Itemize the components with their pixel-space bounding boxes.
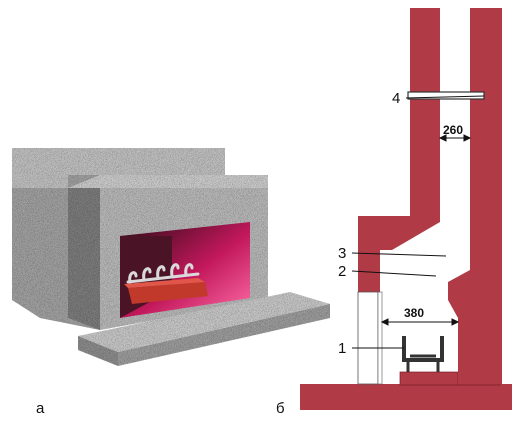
hearth-slab-top bbox=[78, 292, 330, 352]
mantel-top bbox=[68, 175, 268, 188]
front-jamb-inner bbox=[377, 291, 383, 385]
andiron-grate-icon bbox=[126, 263, 200, 284]
grate-icon bbox=[402, 336, 444, 372]
dim-flue-width: 260 bbox=[443, 123, 463, 137]
panel-b-label: б bbox=[276, 400, 285, 417]
flue-left-wall bbox=[358, 8, 440, 292]
panel-b-cross-section: 260 380 1 2 3 4 б bbox=[276, 8, 512, 417]
panel-a-label: а bbox=[36, 400, 45, 417]
flue-right-wall bbox=[470, 8, 502, 270]
front-side-shadow bbox=[68, 188, 100, 330]
callout-4: 4 bbox=[392, 90, 400, 107]
front-jamb bbox=[357, 291, 379, 385]
hearth-slab-side bbox=[118, 304, 330, 366]
callout-2: 2 bbox=[338, 263, 346, 280]
damper-plate bbox=[407, 91, 485, 100]
hearth-block bbox=[128, 282, 208, 304]
callout-1: 1 bbox=[338, 340, 346, 357]
panel-a-fireplace-view: а bbox=[12, 148, 330, 417]
hearth-slab-front bbox=[78, 336, 118, 366]
dim-line-380 bbox=[380, 318, 460, 326]
dim-firebox-width: 380 bbox=[404, 306, 424, 320]
floor-slab bbox=[300, 384, 512, 410]
dim-line-260 bbox=[438, 134, 472, 142]
hearth-block-top bbox=[124, 278, 205, 288]
callout-leaders bbox=[351, 95, 485, 349]
chimney-breast bbox=[12, 148, 225, 188]
callout-3: 3 bbox=[338, 245, 346, 262]
